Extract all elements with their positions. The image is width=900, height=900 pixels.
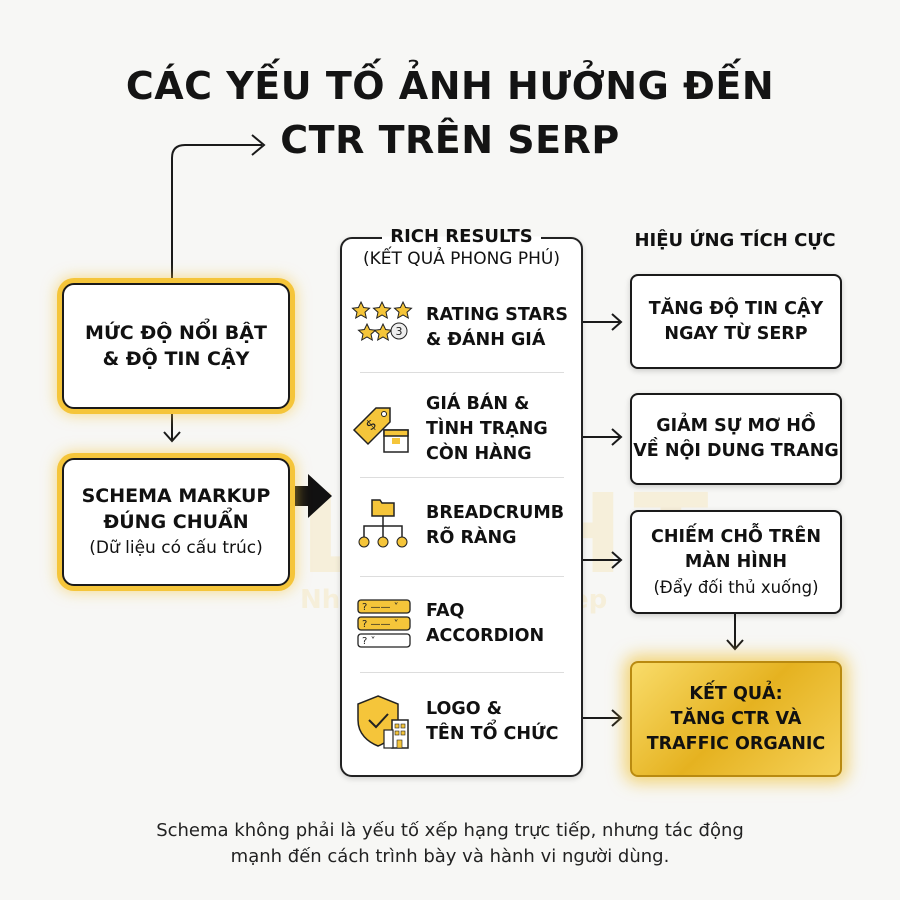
box-line: TĂNG CTR VÀ: [670, 708, 802, 729]
effect-box-clarity: GIẢM SỰ MƠ HỒ VỀ NỘI DUNG TRANG: [630, 393, 842, 485]
svg-text:? —— ˅: ? —— ˅: [362, 618, 399, 630]
divider: [360, 576, 564, 577]
rich-item-label: FAQ ACCORDION: [426, 601, 545, 646]
effect-box-trust: TĂNG ĐỘ TIN CẬY NGAY TỪ SERP: [630, 274, 842, 369]
shield-building-icon: [357, 695, 409, 749]
rich-item-rating: 3 RATING STARS & ĐÁNH GIÁ: [350, 298, 572, 358]
rich-item-price: $ GIÁ BÁN & TÌNH TRẠNG CÒN HÀNG: [350, 392, 572, 467]
box-line: KẾT QUẢ:: [689, 683, 783, 704]
arrow-effect-4: [583, 709, 623, 727]
box-line: ĐÚNG CHUẨN: [103, 511, 249, 533]
footer-line: mạnh đến cách trình bày và hành vi người…: [230, 846, 670, 867]
price-tag-icon: $: [352, 406, 409, 453]
faq-accordion-icon: ? —— ˅ ? —— ˅ ? ˅: [357, 599, 411, 648]
arrow-down-right: [726, 614, 744, 651]
rich-item-label: GIÁ BÁN & TÌNH TRẠNG CÒN HÀNG: [426, 394, 548, 464]
rich-item-faq: ? —— ˅ ? —— ˅ ? ˅ FAQ ACCORDION: [350, 594, 572, 654]
box-line: GIẢM SỰ MƠ HỒ: [656, 416, 816, 436]
thick-arrow-right: [288, 474, 332, 518]
box-line: MỨC ĐỘ NỔI BẬT: [85, 322, 267, 344]
divider: [360, 672, 564, 673]
page-title-line1: CÁC YẾU TỐ ẢNH HƯỞNG ĐẾN: [125, 64, 775, 108]
rich-item-logo: LOGO & TÊN TỔ CHỨC: [350, 692, 572, 752]
box-line: VỀ NỘI DUNG TRANG: [633, 441, 839, 461]
box-prominence-trust: MỨC ĐỘ NỔI BẬT & ĐỘ TIN CẬY: [62, 283, 290, 409]
box-line: NGAY TỪ SERP: [664, 323, 808, 344]
box-line: TĂNG ĐỘ TIN CẬY: [648, 298, 824, 319]
effects-title: HIỆU ỨNG TÍCH CỰC: [634, 230, 836, 251]
rich-results-subtitle: (KẾT QUẢ PHONG PHÚ): [363, 249, 560, 269]
rich-item-breadcrumb: BREADCRUMB RÕ RÀNG: [350, 496, 572, 556]
arrow-effect-1: [583, 313, 623, 331]
effect-box-screen-space: CHIẾM CHỖ TRÊN MÀN HÌNH (Đẩy đối thủ xuố…: [630, 510, 842, 614]
box-subtitle: (Dữ liệu có cấu trúc): [89, 538, 263, 558]
result-box: KẾT QUẢ: TĂNG CTR VÀ TRAFFIC ORGANIC: [630, 661, 842, 777]
box-subtitle: (Đẩy đối thủ xuống): [653, 577, 819, 597]
box-schema-markup: SCHEMA MARKUP ĐÚNG CHUẨN (Dữ liệu có cấu…: [62, 458, 290, 586]
divider: [360, 372, 564, 373]
rich-results-title: RICH RESULTS: [382, 226, 541, 247]
footer-note: Schema không phải là yếu tố xếp hạng trự…: [0, 818, 900, 870]
box-line: & ĐỘ TIN CẬY: [102, 348, 250, 370]
rich-item-label: BREADCRUMB RÕ RÀNG: [426, 503, 565, 548]
rich-item-label: RATING STARS & ĐÁNH GIÁ: [426, 305, 569, 350]
footer-line: Schema không phải là yếu tố xếp hạng trự…: [156, 820, 744, 841]
svg-text:? —— ˅: ? —— ˅: [362, 601, 399, 613]
page-title-line2: CTR TRÊN SERP: [280, 118, 620, 162]
rich-results-header: RICH RESULTS (KẾT QUẢ PHONG PHÚ): [340, 226, 583, 269]
arrow-effect-3: [583, 551, 623, 569]
rich-item-label: LOGO & TÊN TỔ CHỨC: [426, 699, 559, 744]
rating-count-badge: 3: [396, 325, 403, 338]
arrow-to-title: [171, 144, 262, 278]
breadcrumb-tree-icon: [358, 499, 408, 548]
box-line: TRAFFIC ORGANIC: [646, 733, 826, 754]
box-line: CHIẾM CHỖ TRÊN: [651, 526, 821, 547]
box-line: SCHEMA MARKUP: [81, 485, 271, 507]
rating-stars-icon: 3: [351, 300, 412, 341]
arrow-effect-2: [583, 428, 623, 446]
box-line: MÀN HÌNH: [684, 551, 788, 572]
divider: [360, 477, 564, 478]
svg-text:? ˅: ? ˅: [362, 635, 376, 647]
